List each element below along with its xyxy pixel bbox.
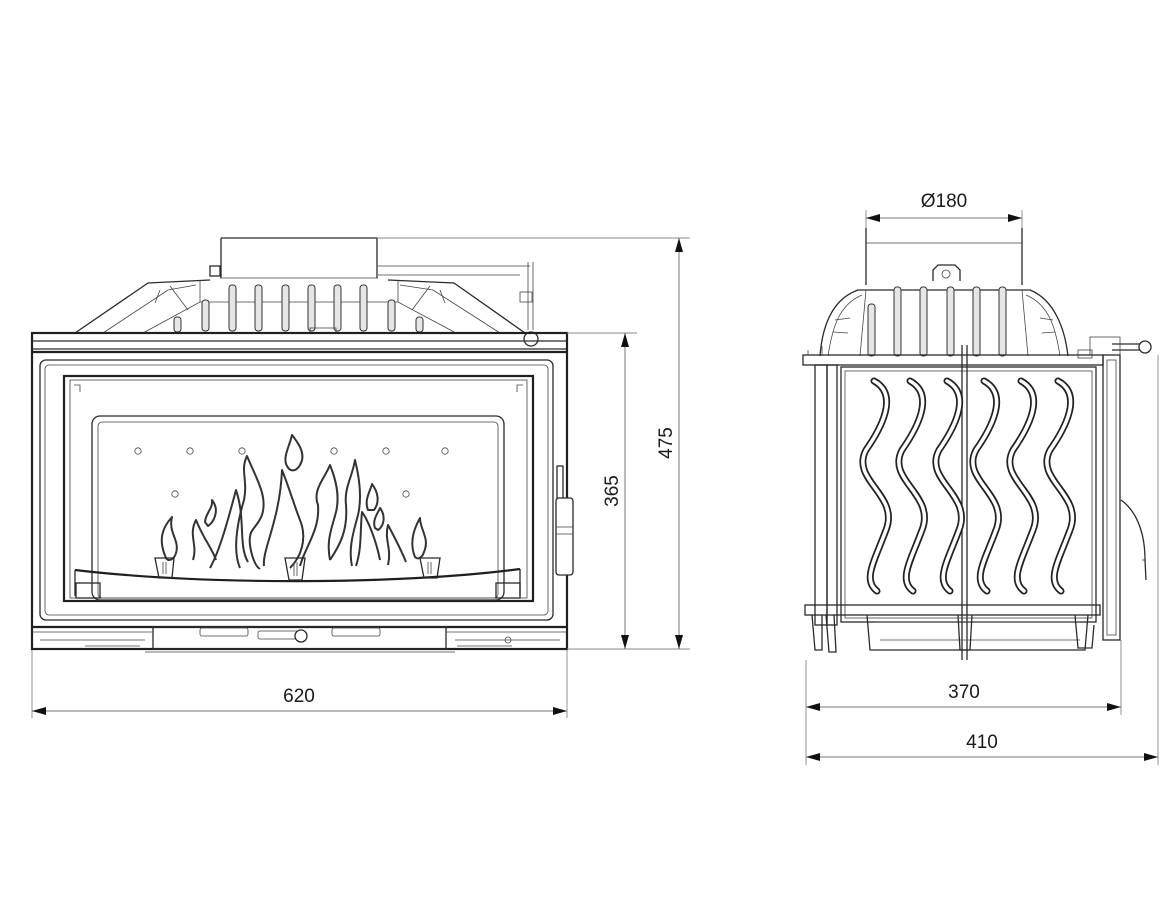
dimension-depth-370: 370 [948,682,980,703]
dimension-width-620: 620 [283,686,315,707]
side-dome [819,286,1069,357]
flue-collar [209,237,378,279]
air-holes [134,447,449,498]
hood-ribs [173,284,424,334]
top-hood [74,279,526,334]
front-view [30,237,574,653]
door-handle [555,465,574,576]
front-frame [30,331,569,651]
side-flue [865,228,1023,285]
dimension-flue-diameter-180: Ø180 [921,191,967,212]
bottom-plinth [32,625,567,653]
side-dimensions: Ø180 370 410 [805,191,1159,765]
dimension-height-475: 475 [656,427,677,459]
side-view [802,228,1152,660]
grate [74,557,521,599]
side-base [804,604,1101,653]
top-lever [378,262,539,347]
flame-decoration [160,434,427,570]
side-handle [1077,336,1152,359]
side-body [802,345,1147,660]
dimension-depth-410: 410 [966,732,998,753]
front-dimensions: 620 365 475 [31,237,690,718]
side-wave-pattern [859,377,1076,595]
dimension-height-365: 365 [602,475,623,507]
